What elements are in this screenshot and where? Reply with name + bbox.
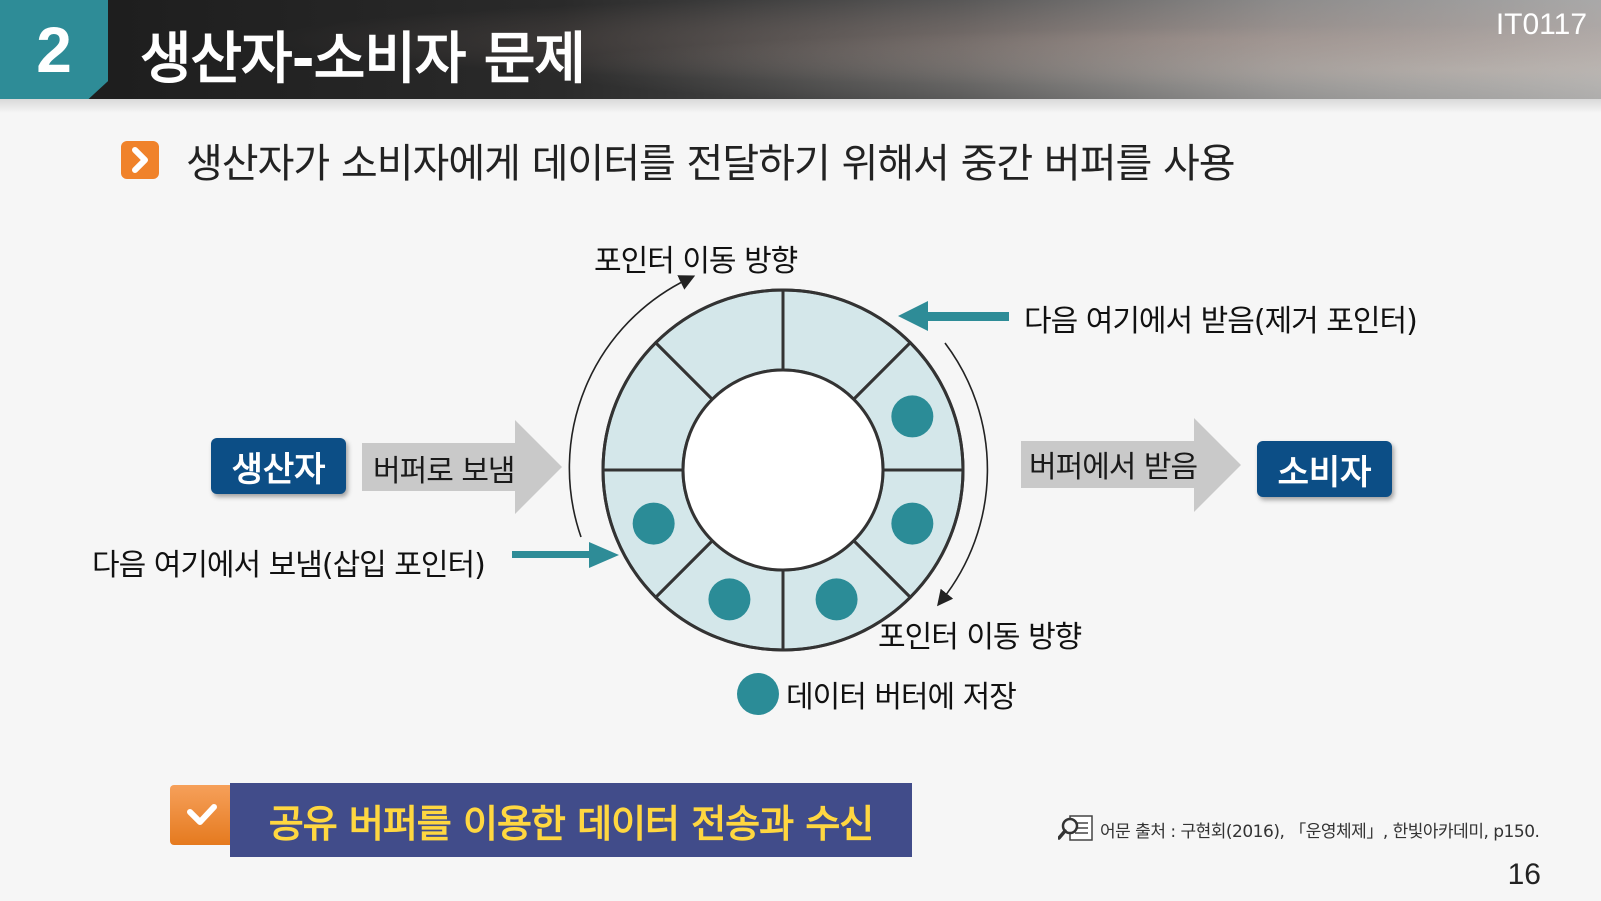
- buffer-data-dot: [815, 578, 858, 621]
- buffer-data-dot: [891, 502, 934, 545]
- consumer-box: 소비자: [1257, 441, 1392, 497]
- buffer-outline: [601, 288, 965, 652]
- buffer-center: [681, 368, 885, 572]
- buffer-data-dot: [891, 395, 934, 438]
- chapter-number-badge: 2: [0, 0, 108, 99]
- page-number: 16: [1507, 858, 1541, 891]
- receive-from-buffer-label: 버퍼에서 받음: [1029, 450, 1198, 485]
- buffer-data-dot: [708, 578, 751, 621]
- insert-pointer-label: 다음 여기에서 보냄(삽입 포인터): [92, 548, 486, 583]
- pointer-direction-bottom-label: 포인터 이동 방향: [878, 620, 1082, 655]
- checkmark-flag-icon: [170, 785, 232, 845]
- send-to-buffer-label: 버퍼로 보냄: [373, 454, 516, 489]
- legend-data-label: 데이터 버터에 저장: [786, 680, 1017, 715]
- producer-box: 생산자: [211, 438, 346, 494]
- chevron-right-icon: [121, 141, 159, 179]
- buffer-data-dot: [632, 502, 675, 545]
- header-shadow: [0, 99, 1601, 113]
- remove-pointer-label: 다음 여기에서 받음(제거 포인터): [1024, 304, 1418, 339]
- buffer-ring: [601, 288, 965, 652]
- insert-pointer-arrow: [512, 542, 619, 568]
- direction-arc-right: [937, 342, 989, 607]
- subtitle-text: 생산자가 소비자에게 데이터를 전달하기 위해서 중간 버퍼를 사용: [186, 141, 1236, 187]
- source-citation: 어문 출처 : 구현회(2016), 「운영체제」, 한빛아카데미, p150.: [1100, 822, 1540, 842]
- buffer-data-dots: [632, 395, 934, 621]
- header-bar: 2 생산자-소비자 문제 IT0117: [0, 0, 1601, 99]
- remove-pointer-arrow: [898, 301, 1009, 331]
- pointer-direction-top-label: 포인터 이동 방향: [594, 244, 798, 279]
- slide-title: 생산자-소비자 문제: [140, 27, 586, 92]
- receive-arrow-shape: [1021, 418, 1241, 512]
- header-background-image: [0, 0, 1601, 99]
- legend-data-dot: [737, 673, 779, 715]
- summary-banner: 공유 버퍼를 이용한 데이터 전송과 수신: [230, 783, 912, 857]
- course-code: IT0117: [1495, 8, 1587, 41]
- send-arrow-shape: [362, 420, 562, 514]
- direction-arc-top: [568, 275, 696, 538]
- magnifier-document-icon: [1057, 814, 1094, 846]
